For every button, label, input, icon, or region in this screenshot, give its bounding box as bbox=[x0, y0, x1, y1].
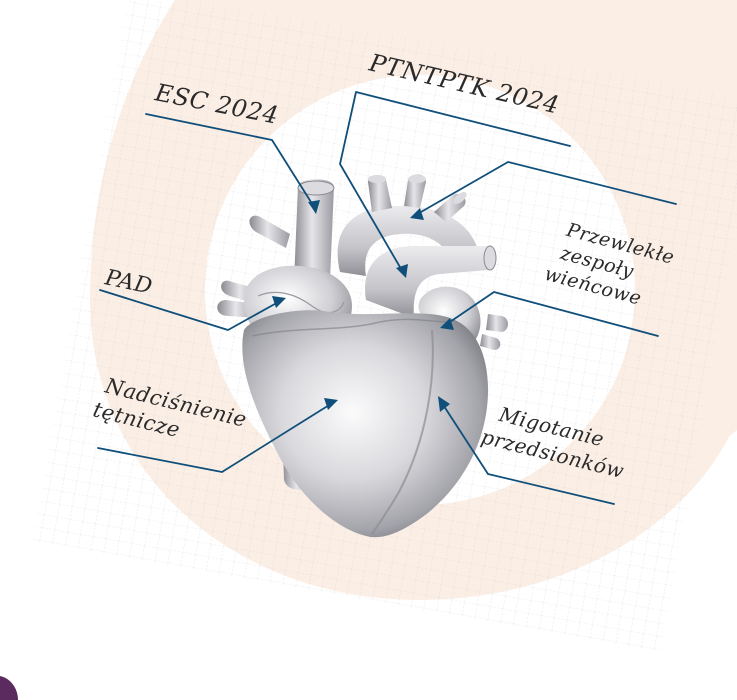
corner-accent bbox=[0, 676, 18, 700]
